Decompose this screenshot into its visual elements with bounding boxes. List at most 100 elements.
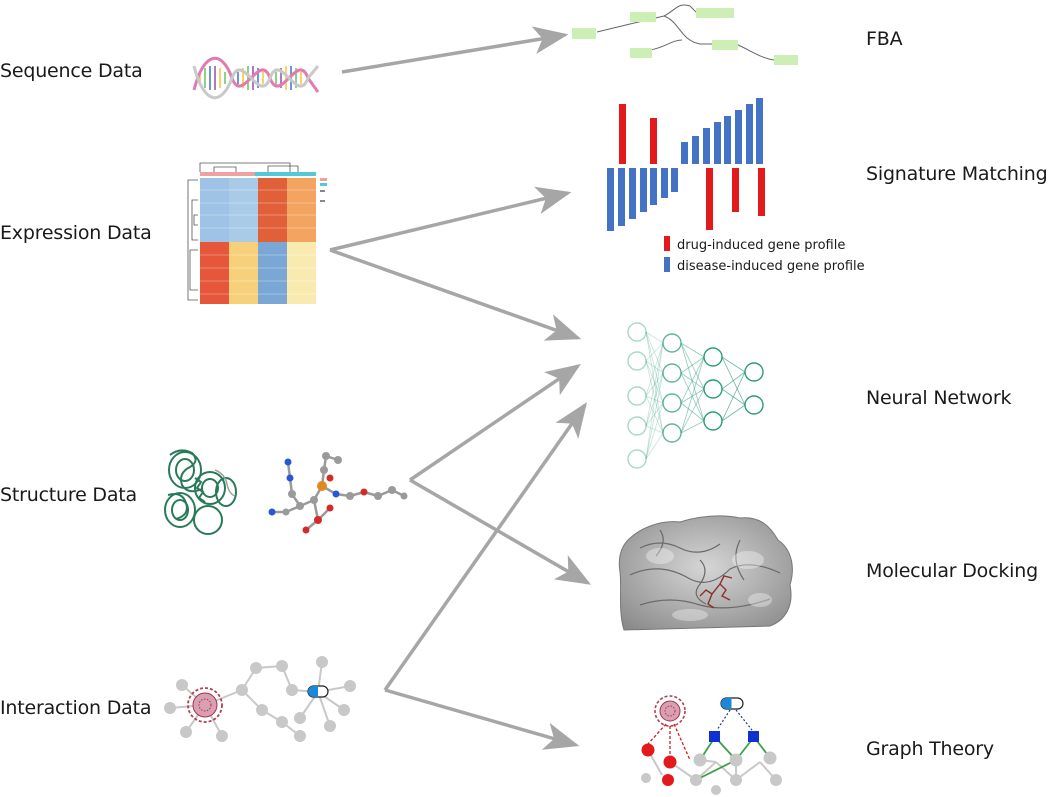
arrow-structure-to-neural xyxy=(409,364,581,482)
nn-edge xyxy=(680,342,705,358)
legend-disease-swatch xyxy=(664,257,670,272)
small-molecule-icon xyxy=(268,452,408,534)
nn-edge xyxy=(645,342,664,460)
nn-node xyxy=(703,411,723,431)
signature-bars xyxy=(607,98,765,231)
signature-bar-drug xyxy=(732,168,739,212)
docking-surface-icon xyxy=(618,515,793,631)
signature-bar-disease xyxy=(692,136,699,164)
signature-bar-disease xyxy=(746,104,753,164)
signature-bar-disease xyxy=(724,116,731,164)
nn-edge xyxy=(645,342,664,427)
nn-edge xyxy=(645,425,664,434)
neural-network-icon xyxy=(627,322,764,469)
nn-edge xyxy=(645,331,664,434)
nn-edge xyxy=(680,420,705,434)
legend-disease-text: disease-induced gene profile xyxy=(677,259,865,274)
label-molecular-docking: Molecular Docking xyxy=(866,560,1038,582)
signature-bar-disease xyxy=(607,168,614,231)
nn-edge xyxy=(721,371,746,422)
nn-edge xyxy=(721,404,746,422)
legend-drug-text: drug-induced gene profile xyxy=(677,238,845,253)
signature-bar-drug xyxy=(650,118,657,164)
nn-node xyxy=(703,347,723,367)
label-structure-data: Structure Data xyxy=(0,484,137,506)
graph-theory-icon xyxy=(641,695,782,795)
arrow-sequence-to-fba xyxy=(341,26,569,74)
nn-edge xyxy=(680,356,705,374)
label-sequence-data: Sequence Data xyxy=(0,60,143,82)
signature-bar-disease xyxy=(735,110,742,164)
label-fba: FBA xyxy=(866,28,903,50)
signature-bar-disease xyxy=(629,168,636,219)
nn-edge xyxy=(645,342,664,397)
nn-node xyxy=(744,362,764,382)
nn-edge xyxy=(680,402,705,422)
nn-node xyxy=(744,395,764,415)
arrows xyxy=(329,26,592,750)
nn-edge xyxy=(680,372,705,390)
nn-edge xyxy=(645,372,664,460)
signature-bar-drug xyxy=(758,168,765,216)
interaction-network-icon xyxy=(164,656,356,742)
heatmap-icon xyxy=(187,162,327,304)
nn-edge xyxy=(680,372,705,422)
nn-node xyxy=(662,393,682,413)
nn-edge xyxy=(680,356,705,404)
nn-edge xyxy=(721,371,746,390)
signature-bar-disease xyxy=(661,168,668,198)
legend-drug-swatch xyxy=(664,236,670,251)
nn-node xyxy=(627,416,647,436)
arrow-expression-to-neural xyxy=(329,248,582,341)
nn-edge xyxy=(645,331,664,404)
signature-bar-disease xyxy=(703,128,710,164)
nn-edge xyxy=(645,402,664,427)
signature-bar-disease xyxy=(640,168,647,212)
nn-edge xyxy=(721,356,746,406)
nn-node xyxy=(627,351,647,371)
signature-bar-disease xyxy=(681,142,688,164)
fba-pathway-icon xyxy=(572,4,798,65)
protein-structure-icon xyxy=(164,449,237,535)
nn-edge xyxy=(645,360,664,434)
nn-edge xyxy=(645,402,664,460)
nn-edge xyxy=(645,372,664,427)
nn-edge xyxy=(680,356,705,434)
nn-edge xyxy=(645,331,664,344)
nn-node xyxy=(662,423,682,443)
signature-bar-disease xyxy=(714,122,721,164)
dna-helix-icon xyxy=(192,57,320,99)
nn-node xyxy=(627,449,647,469)
nn-edge xyxy=(645,432,664,460)
label-expression-data: Expression Data xyxy=(0,222,152,244)
nn-node xyxy=(627,386,647,406)
signature-bar-drug xyxy=(619,104,626,164)
signature-bar-drug xyxy=(706,168,713,230)
label-graph-theory: Graph Theory xyxy=(866,738,994,760)
signature-bar-disease xyxy=(756,98,763,164)
signature-bar-disease xyxy=(650,168,657,205)
label-neural-network: Neural Network xyxy=(866,387,1012,409)
nn-node xyxy=(627,322,647,342)
label-signature-matching: Signature Matching xyxy=(866,163,1048,185)
nn-edge xyxy=(680,342,705,422)
nn-edge xyxy=(680,342,705,390)
arrow-interaction-to-neural xyxy=(383,402,588,692)
nn-edge xyxy=(645,395,664,434)
nn-edge xyxy=(645,331,664,374)
signature-bar-disease xyxy=(618,168,625,226)
signature-bar-disease xyxy=(671,168,678,192)
arrow-interaction-to-graph xyxy=(384,688,580,750)
nn-node xyxy=(703,379,723,399)
arrow-expression-to-signature xyxy=(329,186,572,252)
nn-node xyxy=(662,363,682,383)
nn-edge xyxy=(645,342,664,362)
nn-edge xyxy=(645,360,664,404)
nn-edge xyxy=(645,395,664,404)
arrow-structure-to-docking xyxy=(409,478,592,585)
nn-node xyxy=(662,333,682,353)
nn-edge xyxy=(721,356,746,373)
nn-edge xyxy=(680,388,705,434)
label-interaction-data: Interaction Data xyxy=(0,697,152,719)
